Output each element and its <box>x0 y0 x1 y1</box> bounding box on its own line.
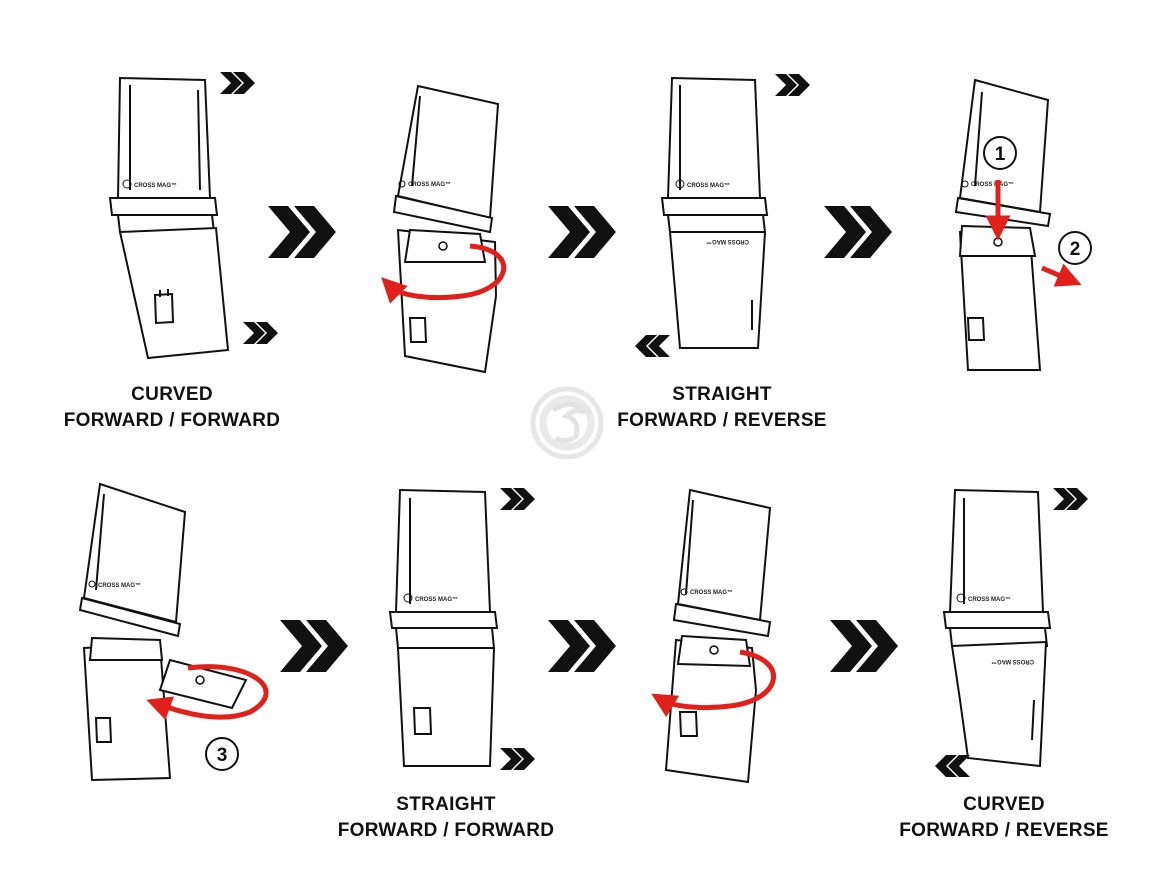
double-chevron-right-icon <box>1053 488 1088 510</box>
magazine-rotating-lower-body: CROSS MAG™ <box>392 84 500 374</box>
caption-line-2: FORWARD / REVERSE <box>617 410 827 431</box>
caption-curved-forward-reverse: CURVED FORWARD / REVERSE <box>874 792 1134 844</box>
double-chevron-right-icon <box>268 206 336 258</box>
double-chevron-right-icon <box>280 620 348 672</box>
magazine-curved-forward-forward: CROSS MAG™ <box>108 76 230 360</box>
step-1-badge: 1 <box>983 136 1017 170</box>
svg-text:CROSS MAG™: CROSS MAG™ <box>687 182 730 189</box>
svg-text:CROSS MAG™: CROSS MAG™ <box>968 596 1011 603</box>
magazine-straight-forward-reverse: CROSS MAG™ CROSS MAG™ <box>660 76 769 349</box>
double-chevron-right-icon <box>548 620 616 672</box>
double-chevron-left-icon <box>635 335 670 357</box>
caption-line-2: FORWARD / FORWARD <box>337 820 555 841</box>
caption-line-2: FORWARD / FORWARD <box>63 410 281 431</box>
caption-line-1: CURVED <box>131 384 213 405</box>
double-chevron-right-icon <box>775 74 810 96</box>
caption-curved-forward-forward: CURVED FORWARD / FORWARD <box>42 382 302 434</box>
step-2-badge: 2 <box>1058 231 1092 265</box>
svg-text:2: 2 <box>1070 239 1081 260</box>
caption-line-2: FORWARD / REVERSE <box>899 820 1109 841</box>
rotation-arrow-icon <box>146 664 269 721</box>
magazine-reassembly-step-3: CROSS MAG™ <box>78 482 248 782</box>
magazine-rotating-lower-body: CROSS MAG™ <box>664 488 772 784</box>
rotation-arrow-icon <box>381 243 506 304</box>
magazine-separating-steps: CROSS MAG™ <box>954 78 1052 371</box>
caption-straight-forward-forward: STRAIGHT FORWARD / FORWARD <box>316 792 576 844</box>
caption-line-1: CURVED <box>963 794 1045 815</box>
svg-text:CROSS MAG™: CROSS MAG™ <box>991 658 1034 665</box>
caption-straight-forward-reverse: STRAIGHT FORWARD / REVERSE <box>592 382 852 434</box>
double-chevron-right-icon <box>548 206 616 258</box>
double-chevron-right-icon <box>824 206 892 258</box>
double-chevron-right-icon <box>500 748 535 770</box>
svg-text:CROSS MAG™: CROSS MAG™ <box>706 238 749 245</box>
svg-text:1: 1 <box>995 144 1006 165</box>
magazine-curved-forward-reverse: CROSS MAG™ CROSS MAG™ <box>942 488 1052 768</box>
dragon-watermark-logo <box>530 386 604 460</box>
svg-text:3: 3 <box>217 745 228 766</box>
double-chevron-right-icon <box>243 322 278 344</box>
step-3-badge: 3 <box>205 737 239 771</box>
double-chevron-right-icon <box>220 72 255 94</box>
double-chevron-right-icon <box>500 488 535 510</box>
svg-text:CROSS MAG™: CROSS MAG™ <box>415 596 458 603</box>
svg-text:CROSS MAG™: CROSS MAG™ <box>98 582 141 589</box>
svg-text:CROSS MAG™: CROSS MAG™ <box>971 181 1014 188</box>
rotation-arrow-icon <box>651 649 776 718</box>
caption-line-1: STRAIGHT <box>396 794 496 815</box>
magazine-straight-forward-forward: CROSS MAG™ <box>388 488 499 767</box>
caption-line-1: STRAIGHT <box>672 384 772 405</box>
double-chevron-right-icon <box>830 620 898 672</box>
svg-text:CROSS MAG™: CROSS MAG™ <box>408 181 451 188</box>
svg-text:CROSS MAG™: CROSS MAG™ <box>134 182 177 189</box>
svg-text:CROSS MAG™: CROSS MAG™ <box>690 589 733 596</box>
double-chevron-left-icon <box>935 755 970 777</box>
